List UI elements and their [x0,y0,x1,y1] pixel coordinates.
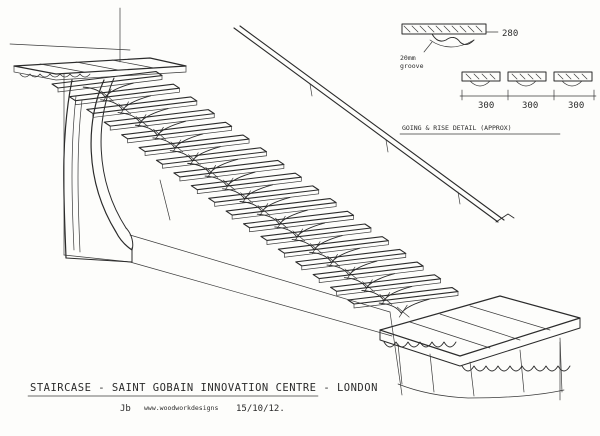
signature-studio: www.woodworkdesigns [144,404,218,412]
bottom-landing [379,295,581,399]
caption-block: STAIRCASE - SAINT GOBAIN INNOVATION CENT… [27,382,378,414]
going-2-label: 300 [522,101,538,111]
going-1-label: 300 [478,101,494,111]
handrail [233,25,515,223]
groove-note-line1: 20mm [400,54,416,62]
drawing-title: STAIRCASE - SAINT GOBAIN INNOVATION CENT… [30,382,378,394]
detail-label: GOING & RISE DETAIL (APPROX) [402,124,512,132]
tread-section [401,23,487,35]
signature-date: 15/10/12. [236,404,285,414]
signature-initials: Jb [120,404,131,414]
tread-depth-label: 280 [502,29,518,39]
curved-stringer [63,77,134,263]
tread [347,286,459,318]
top-landing [13,57,187,81]
groove-note-line2: groove [400,62,424,70]
stair-treads [51,70,459,318]
tread [277,236,389,267]
going-3-label: 300 [568,101,584,111]
going-rise-detail: 280 20mm groove 300 300 300 GOING & RISE… [399,23,597,135]
